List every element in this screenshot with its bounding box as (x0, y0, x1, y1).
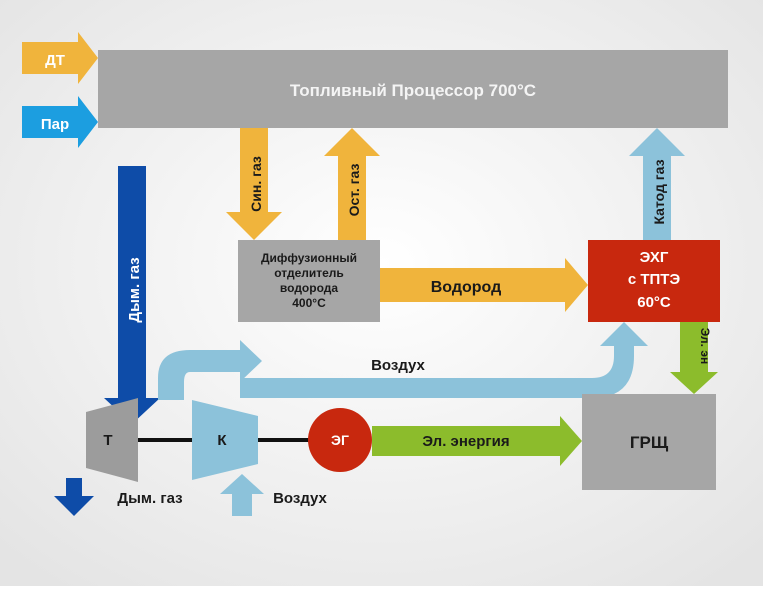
residual-gas-arrow (324, 128, 380, 240)
fuel-cell-line-1: ЭХГ (640, 249, 669, 266)
electric-energy-arrow (372, 416, 582, 466)
air-main-arrow-band (240, 322, 648, 398)
fuel-processor-box (98, 50, 728, 128)
switchboard-box (582, 394, 716, 490)
aux-power-arrow (670, 322, 718, 394)
flue-gas-out-arrow (54, 478, 94, 516)
air-intake-label: Воздух (273, 490, 327, 507)
syngas-label: Син. газ (248, 156, 264, 212)
fuel-cell-box (588, 240, 720, 322)
cathode-gas-arrow (629, 128, 685, 240)
electric-energy-label: Эл. энергия (422, 433, 509, 450)
turbine-label: Т (103, 432, 112, 449)
steam-input-label: Пар (41, 116, 69, 133)
compressor-shape (192, 400, 258, 480)
flue-gas-down-label: Дым. газ (126, 257, 143, 322)
residual-gas-label: Ост. газ (346, 164, 362, 217)
generator-circle (308, 408, 372, 472)
aux-power-label: Эл. эн (698, 328, 712, 364)
syngas-arrow (226, 128, 282, 240)
fuel-input-arrow (22, 32, 98, 84)
separator-line-3: водорода (280, 281, 338, 295)
air-main-label: Воздух (371, 357, 425, 374)
flue-gas-out-label: Дым. газ (117, 490, 182, 507)
hydrogen-arrow (380, 258, 588, 312)
separator-line-2: отделитель (274, 266, 344, 280)
hydrogen-label: Водород (431, 279, 502, 296)
steam-input-arrow (22, 96, 98, 148)
hydrogen-separator-box (238, 240, 380, 322)
fuel-cell-line-2: с ТПТЭ (628, 271, 681, 288)
fuel-processor-label: Топливный Процессор 700°С (290, 81, 536, 100)
turbine-shape (86, 398, 138, 482)
flue-gas-down-arrow (104, 166, 160, 424)
generator-label: ЭГ (331, 432, 349, 448)
separator-line-4: 400°С (292, 296, 326, 310)
fuel-input-label: ДТ (45, 52, 65, 69)
fuel-cell-line-3: 60°С (637, 294, 671, 311)
separator-line-1: Диффузионный (261, 251, 357, 265)
air-main-arrow (158, 340, 262, 400)
cathode-gas-label: Катод газ (651, 159, 667, 224)
switchboard-label: ГРЩ (630, 433, 669, 452)
compressor-label: К (217, 432, 227, 449)
air-intake-arrow (220, 474, 264, 516)
